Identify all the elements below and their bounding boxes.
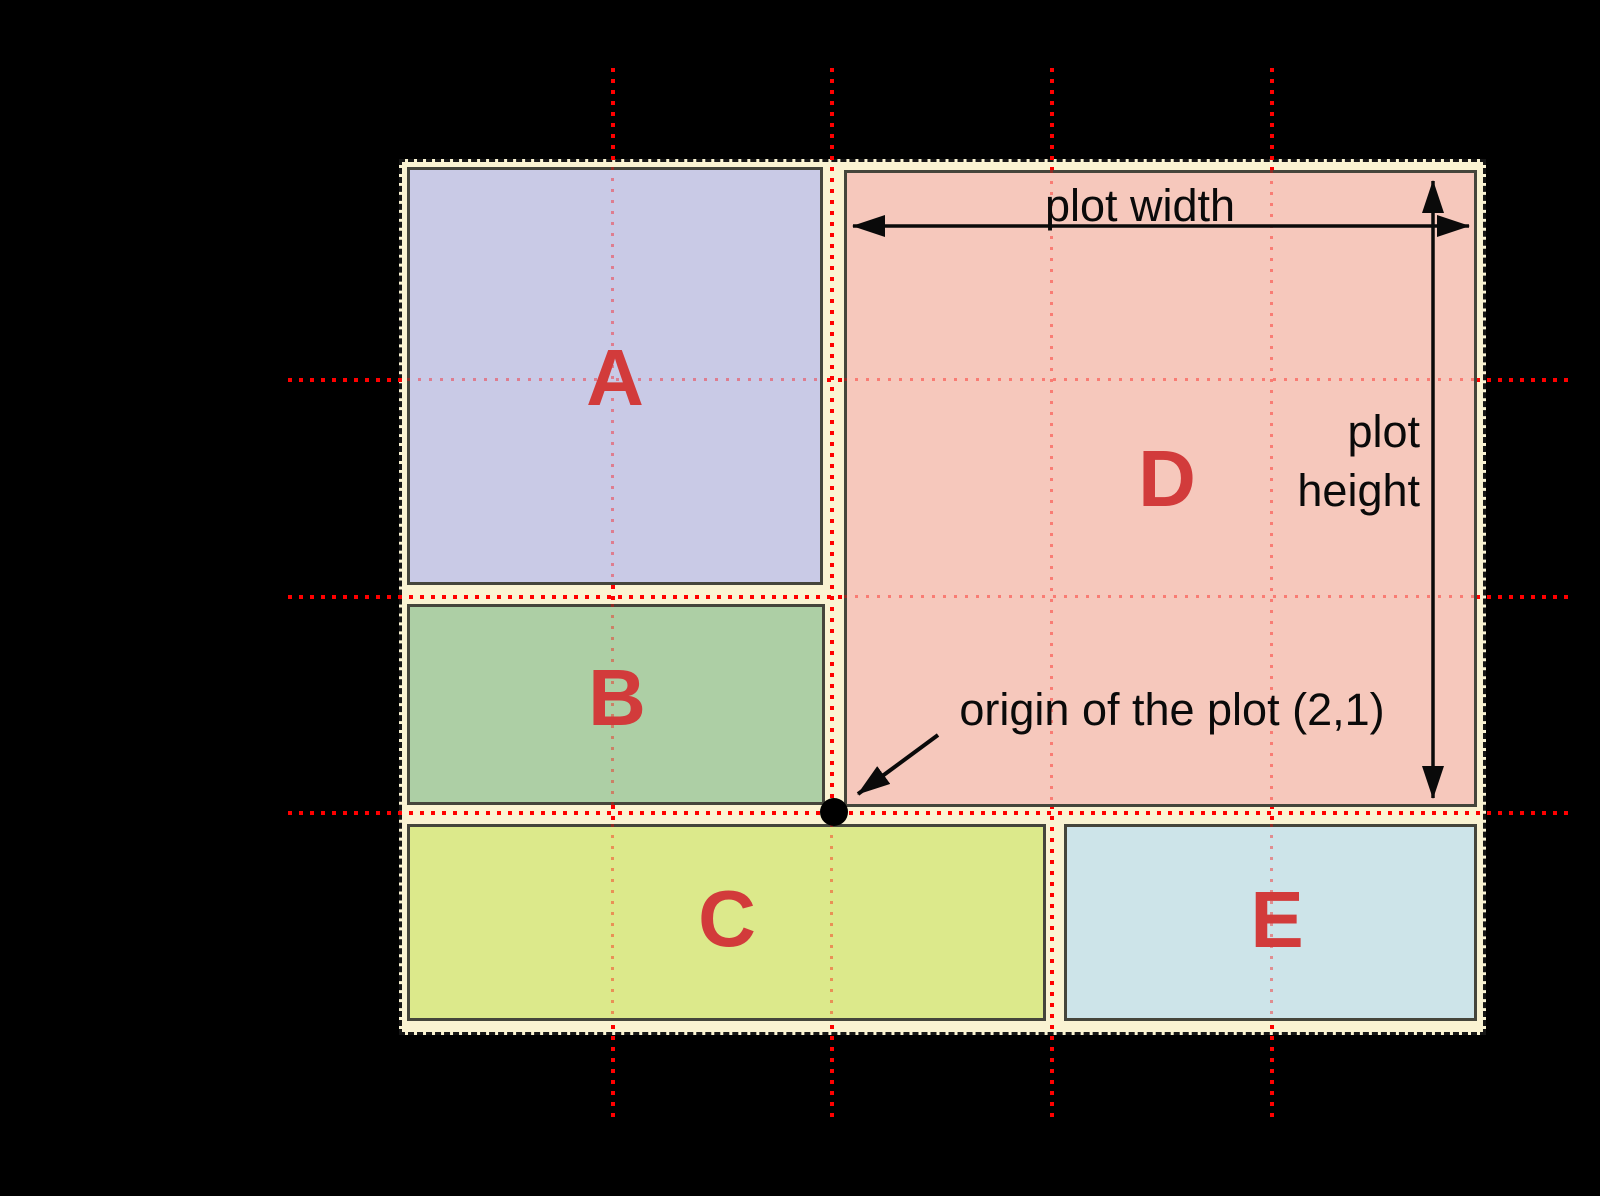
muted-gridline (407, 378, 823, 381)
plot-d (844, 170, 1477, 807)
gridline-vertical-2 (830, 68, 834, 1118)
muted-gridline (844, 595, 1477, 598)
plot-e-label: E (1250, 875, 1304, 964)
muted-gridline (1270, 170, 1273, 807)
origin-dot (820, 798, 848, 826)
plot-c-label: C (698, 874, 756, 963)
plot-height-label: plot height (1297, 402, 1420, 521)
plot-b (407, 604, 825, 805)
plot-a-label: A (586, 333, 644, 422)
plot-width-label: plot width (1044, 180, 1236, 231)
muted-gridline (611, 824, 614, 1021)
plot-e (1064, 824, 1477, 1021)
muted-gridline (1050, 170, 1053, 807)
gridline-horizontal-1 (288, 811, 1572, 815)
plot-height-label-line2: height (1297, 465, 1420, 517)
plot-height-label-line1: plot (1347, 406, 1420, 457)
muted-gridline (844, 378, 1477, 381)
origin-label: origin of the plot (2,1) (959, 684, 1385, 735)
gridline-vertical-1 (611, 68, 615, 1118)
plot-b-label: B (588, 653, 646, 742)
plot-a (407, 167, 823, 585)
plot-c (407, 824, 1046, 1021)
muted-gridline (611, 167, 614, 585)
muted-gridline (830, 824, 833, 1021)
origin-pointer-arrow (856, 733, 940, 796)
plot-d-label: D (1138, 434, 1196, 523)
muted-gridline (611, 604, 614, 805)
muted-gridline (1270, 824, 1273, 1021)
